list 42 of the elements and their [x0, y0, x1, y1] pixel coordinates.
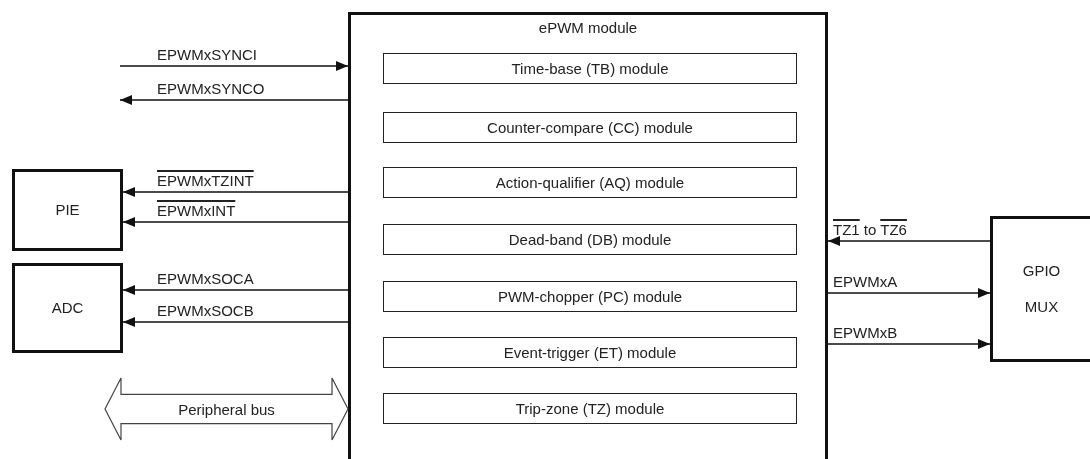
block-box [12, 169, 123, 251]
block-label: ADC [50, 298, 85, 318]
signal-label: EPWMxSOCA [157, 270, 254, 287]
submodule-label: Counter-compare (CC) module [487, 118, 693, 137]
signal-label: TZ1 to TZ6 [833, 221, 907, 238]
submodule-label: Action-qualifier (AQ) module [495, 173, 685, 192]
signal-arrow [122, 217, 349, 227]
signal-label: EPWMxA [833, 273, 898, 290]
bus-label: Peripheral bus [178, 400, 275, 418]
signal-label: EPWMxSOCB [157, 302, 254, 319]
submodule-label: Time-base (TB) module [511, 59, 669, 78]
submodule-box [383, 337, 797, 368]
signal-arrow [122, 187, 349, 197]
signal-arrow [827, 236, 991, 246]
signal-label: EPWMxINT [157, 202, 236, 219]
submodule-box [383, 224, 797, 255]
signal-label: EPWMxB [833, 324, 898, 341]
block-label: GPIO MUX [1021, 261, 1062, 317]
module-title: ePWM module [537, 19, 639, 36]
bus-shape [104, 377, 349, 441]
submodule-label: Trip-zone (TZ) module [515, 399, 665, 418]
block-box [990, 216, 1090, 362]
signal-arrow [827, 339, 991, 349]
signal-arrow [827, 288, 991, 298]
signal-arrow [119, 61, 349, 71]
submodule-box [383, 112, 797, 143]
signal-label: EPWMxTZINT [157, 172, 254, 189]
module-box [348, 12, 828, 459]
submodule-box [383, 167, 797, 198]
submodule-box [383, 393, 797, 424]
submodule-box [383, 281, 797, 312]
signal-arrow [122, 285, 349, 295]
block-box [12, 263, 123, 353]
submodule-label: Dead-band (DB) module [508, 230, 672, 249]
submodule-label: PWM-chopper (PC) module [497, 287, 683, 306]
signal-arrow [122, 317, 349, 327]
submodule-label: Event-trigger (ET) module [503, 343, 677, 362]
signal-label: EPWMxSYNCI [157, 46, 257, 63]
signal-label: EPWMxSYNCO [157, 80, 265, 97]
submodule-box [383, 53, 797, 84]
signal-arrow [119, 95, 349, 105]
block-label: PIE [54, 200, 81, 220]
